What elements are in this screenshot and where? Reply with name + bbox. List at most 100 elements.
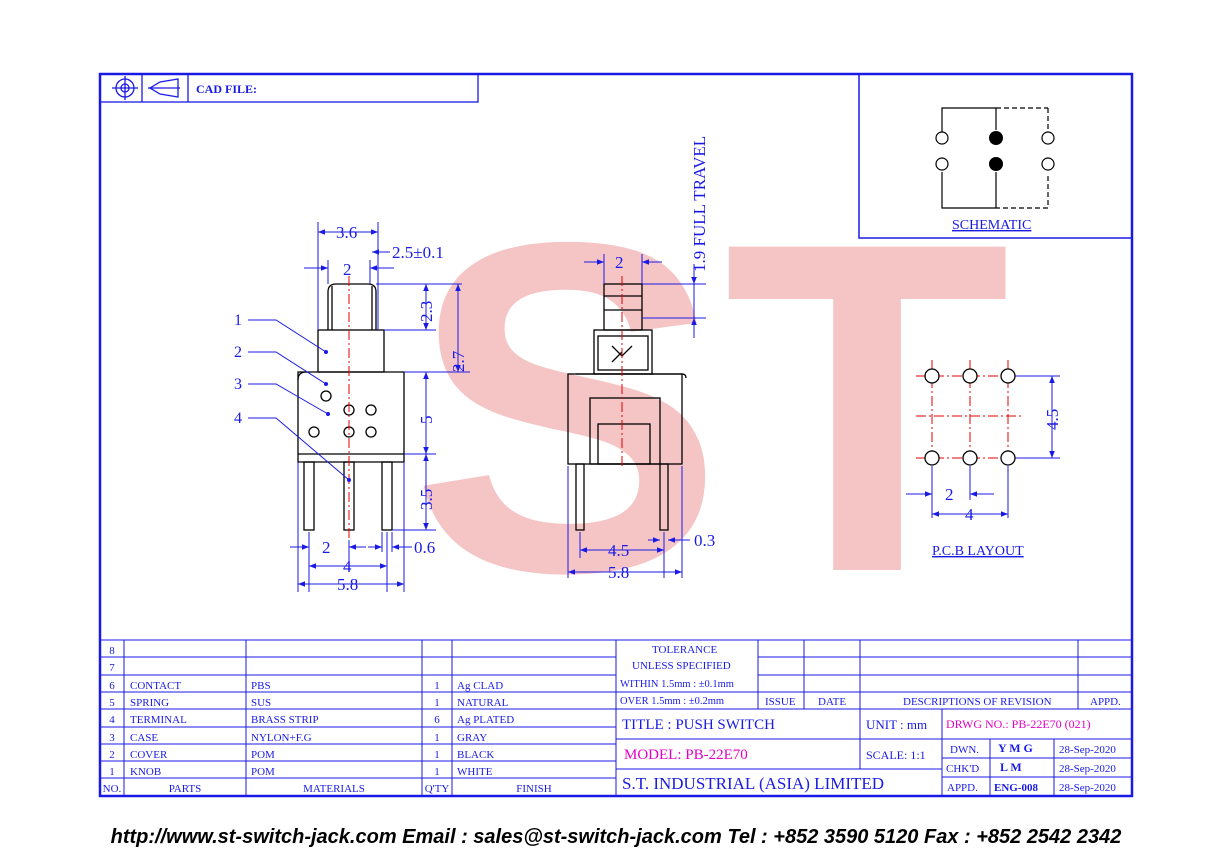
- side-dim-4-5: 4.5: [608, 541, 629, 560]
- bom-header-material: MATERIALS: [303, 783, 365, 795]
- company-name: S.T. INDUSTRIAL (ASIA) LIMITED: [622, 774, 884, 793]
- bom-cell-part: KNOB: [130, 766, 161, 778]
- pcb-dim-4-5: 4.5: [1043, 409, 1062, 430]
- tolerance-within: WITHIN 1.5mm : ±0.1mm: [620, 679, 734, 690]
- schematic-label: SCHEMATIC: [952, 218, 1031, 233]
- dim-2-3: 2.3: [417, 301, 436, 322]
- bom-cell-finish: BLACK: [457, 749, 494, 761]
- pcb-dim-4: 4: [965, 505, 974, 524]
- bom-cell-material: PBS: [251, 680, 271, 692]
- revision-date: DATE: [818, 696, 846, 708]
- cad-header: [99, 73, 479, 103]
- dim-3-5: 3.5: [417, 489, 436, 510]
- dwn-date: 28-Sep-2020: [1059, 744, 1116, 756]
- revision-issue: ISSUE: [765, 696, 796, 708]
- chkd-label: CHK'D: [946, 763, 979, 775]
- bom-cell-no: 5: [109, 697, 115, 709]
- bom-cell-material: NYLON+F.G: [251, 732, 312, 744]
- bom-cell-qty: 1: [434, 697, 440, 709]
- bom-cell-no: 4: [109, 714, 115, 726]
- full-travel-label: 1.9 FULL TRAVEL: [690, 136, 709, 272]
- tolerance-over: OVER 1.5mm : ±0.2mm: [620, 696, 724, 707]
- dim-5: 5: [417, 416, 436, 425]
- dim-5-8-front: 5.8: [337, 575, 358, 594]
- callout-4: 4: [234, 410, 242, 427]
- bom-cell-qty: 6: [434, 714, 440, 726]
- bom-cell-no: 8: [109, 645, 115, 657]
- bom-header-finish: FINISH: [516, 783, 552, 795]
- side-dim-5-8: 5.8: [608, 563, 629, 582]
- bom-cell-part: SPRING: [130, 697, 169, 709]
- bom-cell-no: 7: [109, 662, 115, 674]
- callout-2: 2: [234, 344, 242, 361]
- pcb-layout-label: P.C.B LAYOUT: [932, 544, 1024, 559]
- front-dimensions: [290, 222, 470, 592]
- bom-cell-no: 2: [109, 749, 115, 761]
- bom-cell-no: 3: [109, 732, 115, 744]
- callout-lines: [248, 319, 350, 481]
- dwn-value: Y M G: [998, 741, 1033, 755]
- bom-cell-material: POM: [251, 749, 275, 761]
- bom-cell-material: POM: [251, 766, 275, 778]
- dim-2-7: 2.7: [449, 350, 468, 372]
- bom-cell-qty: 1: [434, 732, 440, 744]
- dim-4-front: 4: [343, 557, 352, 576]
- cad-file-label: CAD FILE:: [196, 82, 257, 96]
- bom-cell-material: SUS: [251, 697, 271, 709]
- pcb-dim-2: 2: [945, 485, 954, 504]
- side-dim-2: 2: [615, 253, 624, 272]
- callout-1: 1: [234, 312, 242, 329]
- bom-table-grid: [100, 639, 617, 796]
- watermark-st: ST: [410, 145, 1011, 670]
- bom-cell-finish: Ag PLATED: [457, 714, 514, 726]
- callout-3: 3: [234, 376, 242, 393]
- bom-cell-finish: Ag CLAD: [457, 680, 503, 692]
- tolerance-line1: TOLERANCE: [652, 644, 717, 656]
- drawing-number: DRWG NO.: PB-22E70 (021): [946, 717, 1091, 731]
- pcb-layout: [906, 360, 1060, 518]
- side-dim-0-3: 0.3: [694, 531, 715, 550]
- chkd-date: 28-Sep-2020: [1059, 763, 1116, 775]
- dim-0-6: 0.6: [414, 538, 435, 557]
- bom-cell-qty: 1: [434, 680, 440, 692]
- contact-footer: http://www.st-switch-jack.com Email : sa…: [110, 826, 1122, 848]
- bom-cell-part: CASE: [130, 732, 158, 744]
- front-view: [297, 283, 405, 531]
- bom-cell-no: 6: [109, 680, 115, 692]
- bom-cell-no: 1: [109, 766, 115, 778]
- front-dim-labels: 3.6 2.5±0.1 2 0.6 2 4 5.8: [322, 223, 444, 594]
- revision-desc: DESCRIPTIONS OF REVISION: [903, 696, 1052, 708]
- scale-text: SCALE: 1:1: [866, 748, 926, 762]
- schematic: [858, 73, 1133, 239]
- bom-cell-finish: NATURAL: [457, 697, 509, 709]
- bom-header-qty: Q'TY: [425, 783, 450, 795]
- revision-appd: APPD.: [1090, 696, 1121, 708]
- dim-2-bottom: 2: [322, 538, 331, 557]
- side-dimensions: [567, 254, 706, 578]
- dim-2-5: 2.5±0.1: [392, 243, 444, 262]
- chkd-value: L M: [1000, 760, 1022, 774]
- tolerance-line2: UNLESS SPECIFIED: [632, 660, 731, 672]
- bom-cell-part: CONTACT: [130, 680, 181, 692]
- bom-cell-finish: WHITE: [457, 766, 493, 778]
- appd-label: APPD.: [947, 782, 978, 794]
- title-block-grid: [616, 639, 1132, 796]
- bom-cell-part: TERMINAL: [130, 714, 187, 726]
- dwn-label: DWN.: [950, 744, 979, 756]
- bom-cell-qty: 1: [434, 749, 440, 761]
- unit-text: UNIT : mm: [866, 717, 927, 732]
- side-view: [567, 283, 687, 531]
- bom-cell-material: BRASS STRIP: [251, 714, 319, 726]
- bom-cell-part: COVER: [130, 749, 168, 761]
- bom-header-part: PARTS: [169, 783, 202, 795]
- dim-2-top: 2: [343, 260, 352, 279]
- appd-value: ENG-008: [994, 782, 1039, 794]
- title-text: TITLE : PUSH SWITCH: [622, 717, 775, 733]
- bom-header-no: NO.: [103, 783, 122, 795]
- bom-cell-finish: GRAY: [457, 732, 487, 744]
- appd-date: 28-Sep-2020: [1059, 782, 1116, 794]
- bom-cell-qty: 1: [434, 766, 440, 778]
- dim-3-6: 3.6: [336, 223, 357, 242]
